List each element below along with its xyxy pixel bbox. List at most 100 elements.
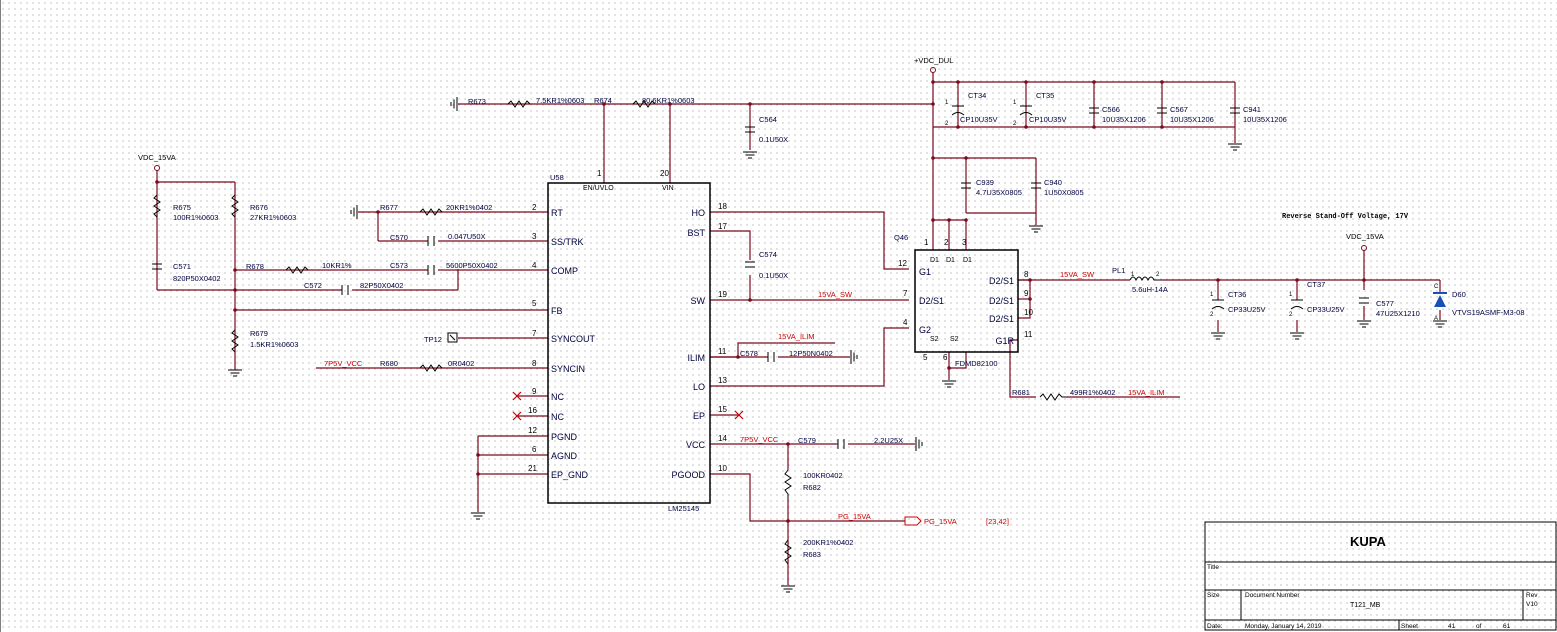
svg-text:1: 1 [945, 100, 949, 106]
inductor-pl1 [1129, 276, 1162, 282]
svg-text:R680: R680 [380, 359, 398, 368]
svg-text:C570: C570 [390, 233, 408, 242]
svg-text:R675: R675 [173, 203, 191, 212]
junctions [155, 80, 1366, 523]
svg-text:R673: R673 [468, 97, 486, 106]
svg-text:0R0402: 0R0402 [448, 359, 474, 368]
q46-mosfet: Q46 FDMD82100 1 2 3 D1 D1 D1 G1 D2/S1 G2… [894, 233, 1033, 368]
svg-text:1.5KR1%0603: 1.5KR1%0603 [250, 340, 298, 349]
svg-text:12P50N0402: 12P50N0402 [789, 349, 833, 358]
svg-text:HO: HO [692, 208, 706, 218]
svg-text:7P5V_VCC: 7P5V_VCC [740, 435, 779, 444]
svg-text:D1: D1 [946, 257, 955, 264]
svg-text:SYNCOUT: SYNCOUT [551, 334, 596, 344]
title-block: KUPA Title Size Document Number T121_MB … [1204, 521, 1557, 631]
svg-text:EP_GND: EP_GND [551, 470, 589, 480]
svg-text:27KR1%0603: 27KR1%0603 [250, 213, 296, 222]
svg-text:LO: LO [693, 382, 705, 392]
company-name: KUPA [1350, 534, 1386, 549]
svg-text:100R1%0603: 100R1%0603 [173, 213, 218, 222]
svg-text:TP12: TP12 [424, 335, 442, 344]
wires [156, 72, 1441, 585]
svg-text:CP33U25V: CP33U25V [1228, 305, 1266, 314]
svg-text:15VA_SW: 15VA_SW [818, 290, 853, 299]
svg-text:RT: RT [551, 208, 563, 218]
svg-text:2: 2 [944, 238, 949, 247]
svg-text:VIN: VIN [662, 185, 674, 192]
svg-text:[23,42]: [23,42] [986, 517, 1009, 526]
svg-text:15VA_ILIM: 15VA_ILIM [778, 332, 815, 341]
svg-text:PGND: PGND [551, 432, 578, 442]
svg-text:0.1U50X: 0.1U50X [759, 135, 788, 144]
svg-text:10U35X1206: 10U35X1206 [1102, 115, 1146, 124]
u58-part: LM25145 [668, 504, 699, 513]
component-labels: R673 7.5KR1%0603 R674 80.6KR1%0603 C564 … [173, 91, 1525, 559]
svg-text:12: 12 [898, 259, 907, 268]
svg-text:FDMD82100: FDMD82100 [955, 359, 998, 368]
svg-text:2.2U25X: 2.2U25X [874, 436, 903, 445]
svg-text:S2: S2 [930, 336, 939, 343]
svg-text:VCC: VCC [686, 440, 706, 450]
svg-text:6: 6 [943, 353, 948, 362]
svg-text:7.5KR1%0603: 7.5KR1%0603 [536, 96, 584, 105]
svg-text:820P50X0402: 820P50X0402 [173, 274, 221, 283]
svg-text:C572: C572 [304, 281, 322, 290]
svg-text:R682: R682 [803, 483, 821, 492]
power-ports: +VDC_DUL VDC_15VA VDC_15VA [138, 56, 1384, 251]
no-connect-marks [512, 391, 744, 421]
svg-text:SW: SW [691, 296, 706, 306]
svg-text:R678: R678 [246, 262, 264, 271]
sheet-number: 41 [1448, 623, 1456, 630]
svg-text:21: 21 [528, 464, 537, 473]
svg-text:8: 8 [1024, 270, 1029, 279]
svg-text:10KR1%: 10KR1% [322, 261, 352, 270]
svg-text:Document Number: Document Number [1245, 592, 1300, 599]
svg-text:A: A [1434, 316, 1438, 322]
svg-text:C579: C579 [798, 436, 816, 445]
svg-text:15VA_SW: 15VA_SW [1060, 270, 1095, 279]
svg-text:EN/UVLO: EN/UVLO [583, 185, 614, 192]
u58-ref: U58 [550, 173, 564, 182]
svg-text:CT37: CT37 [1307, 280, 1325, 289]
svg-text:SS/TRK: SS/TRK [551, 237, 584, 247]
svg-text:14: 14 [718, 434, 727, 443]
svg-text:1: 1 [597, 169, 602, 178]
svg-text:EP: EP [693, 411, 705, 421]
revision: V10 [1526, 601, 1538, 608]
svg-text:D2/S1: D2/S1 [989, 276, 1014, 286]
svg-text:R679: R679 [250, 329, 268, 338]
date: Monday, January 14, 2019 [1245, 623, 1322, 630]
svg-text:PG_15VA: PG_15VA [924, 517, 957, 526]
svg-text:FB: FB [551, 306, 563, 316]
svg-text:PG_15VA: PG_15VA [838, 512, 871, 521]
svg-text:NC: NC [551, 392, 564, 402]
svg-text:D1: D1 [963, 257, 972, 264]
svg-text:CT34: CT34 [968, 91, 986, 100]
document-number: T121_MB [1350, 602, 1381, 609]
svg-text:2: 2 [1013, 121, 1017, 127]
svg-text:2: 2 [532, 203, 537, 212]
sheet-total: 61 [1503, 623, 1511, 630]
resistor-symbols [153, 100, 1066, 565]
svg-text:Sheet: Sheet [1401, 623, 1418, 630]
svg-text:COMP: COMP [551, 266, 578, 276]
svg-text:D2/S1: D2/S1 [989, 314, 1014, 324]
svg-text:7P5V_VCC: 7P5V_VCC [324, 359, 363, 368]
svg-text:CT35: CT35 [1036, 91, 1054, 100]
svg-text:1U50X0805: 1U50X0805 [1044, 188, 1084, 197]
svg-text:5.6uH-14A: 5.6uH-14A [1132, 285, 1168, 294]
svg-text:Size: Size [1207, 592, 1220, 599]
svg-text:PGOOD: PGOOD [671, 470, 705, 480]
svg-text:D2/S1: D2/S1 [919, 296, 944, 306]
svg-text:Date:: Date: [1207, 623, 1223, 630]
svg-text:NC: NC [551, 412, 564, 422]
tvs-diode-d60 [1433, 292, 1447, 307]
svg-text:10U35X1206: 10U35X1206 [1170, 115, 1214, 124]
svg-text:BST: BST [687, 228, 705, 238]
svg-text:7: 7 [532, 329, 537, 338]
svg-text:C567: C567 [1170, 105, 1188, 114]
vdc-dul-label: +VDC_DUL [914, 56, 953, 65]
svg-text:10: 10 [1024, 308, 1033, 317]
svg-text:of: of [1476, 623, 1482, 630]
